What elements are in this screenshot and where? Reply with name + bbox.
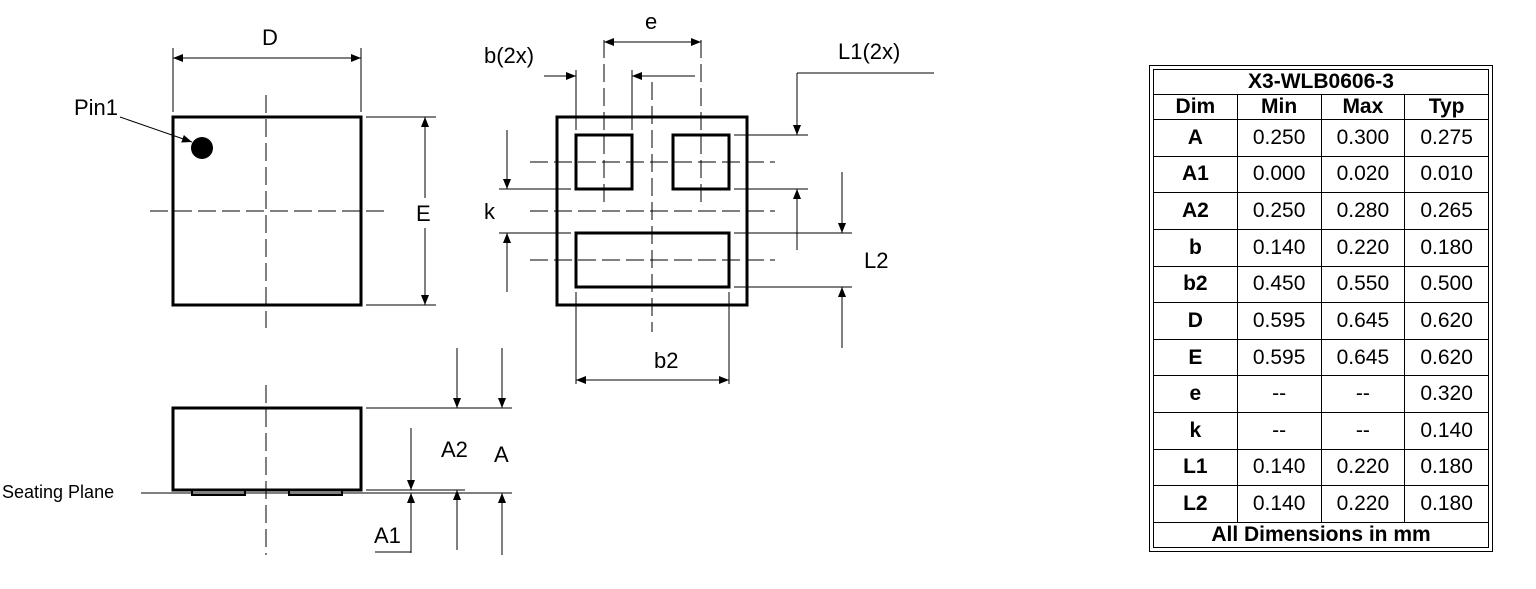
- value-cell: 0.500: [1404, 265, 1489, 304]
- value-cell: --: [1236, 375, 1322, 413]
- dim-name-cell: k: [1153, 412, 1238, 450]
- value-cell: --: [1320, 412, 1406, 450]
- value-cell: 0.250: [1236, 192, 1322, 230]
- dim-D-label: D: [262, 25, 278, 50]
- value-cell: 0.450: [1236, 265, 1322, 304]
- side-view: Seating Plane A2 A A1: [2, 348, 512, 555]
- value-cell: 0.300: [1320, 119, 1406, 157]
- dim-name-cell: E: [1153, 338, 1238, 377]
- dim-k-label: k: [484, 199, 496, 224]
- dim-name-cell: L2: [1153, 485, 1238, 523]
- value-cell: --: [1320, 375, 1406, 413]
- value-cell: 0.220: [1320, 448, 1406, 487]
- dim-b2-label: b2: [654, 348, 678, 373]
- table-header-cell: Max: [1320, 94, 1406, 120]
- value-cell: --: [1236, 412, 1322, 450]
- dim-name-cell: A2: [1153, 192, 1238, 230]
- dim-E-label: E: [416, 201, 431, 226]
- pin1-label: Pin1: [74, 95, 118, 120]
- dim-name-cell: b2: [1153, 265, 1238, 304]
- value-cell: 0.180: [1404, 228, 1489, 267]
- top-view-body: [171, 115, 363, 307]
- table-header-cell: Dim: [1153, 94, 1238, 120]
- value-cell: 0.250: [1236, 119, 1322, 157]
- value-cell: 0.140: [1404, 412, 1489, 450]
- value-cell: 0.140: [1236, 228, 1322, 267]
- value-cell: 0.220: [1320, 485, 1406, 523]
- dim-e-label: e: [645, 9, 657, 34]
- dim-name-cell: A: [1153, 119, 1238, 157]
- dim-A-label: A: [494, 442, 509, 467]
- value-cell: 0.620: [1404, 302, 1489, 340]
- value-cell: 0.000: [1236, 155, 1322, 194]
- dim-A1-label: A1: [374, 523, 401, 548]
- top-view: Pin1 D E: [74, 25, 436, 328]
- value-cell: 0.550: [1320, 265, 1406, 304]
- value-cell: 0.220: [1320, 228, 1406, 267]
- table-title: X3-WLB0606-3: [1153, 69, 1489, 95]
- table-header-cell: Min: [1236, 94, 1322, 120]
- dim-L2-label: L2: [864, 248, 888, 273]
- table-title-row: X3-WLB0606-3: [1153, 69, 1489, 95]
- value-cell: 0.320: [1404, 375, 1489, 413]
- value-cell: 0.275: [1404, 119, 1489, 157]
- dim-b-label: b(2x): [484, 43, 534, 68]
- value-cell: 0.595: [1236, 302, 1322, 340]
- dim-name-cell: D: [1153, 302, 1238, 340]
- dim-name-cell: b: [1153, 228, 1238, 267]
- pin1-marker: [191, 137, 213, 159]
- value-cell: 0.595: [1236, 338, 1322, 377]
- value-cell: 0.645: [1320, 302, 1406, 340]
- value-cell: 0.265: [1404, 192, 1489, 230]
- table-header-cell: Typ: [1404, 94, 1489, 120]
- value-cell: 0.010: [1404, 155, 1489, 194]
- side-view-body: [171, 406, 363, 492]
- table-footer: All Dimensions in mm: [1153, 522, 1489, 548]
- table-row: k----0.140: [1153, 412, 1489, 450]
- dim-name-cell: e: [1153, 375, 1238, 413]
- dim-name-cell: A1: [1153, 155, 1238, 194]
- bottom-view: e b(2x) L1(2x) k L2 b2: [484, 9, 934, 384]
- pin1-leader: [119, 116, 193, 143]
- seating-plane-label: Seating Plane: [2, 482, 114, 502]
- table-footer-row: All Dimensions in mm: [1153, 522, 1489, 548]
- value-cell: 0.140: [1236, 448, 1322, 487]
- value-cell: 0.645: [1320, 338, 1406, 377]
- value-cell: 0.180: [1404, 485, 1489, 523]
- dim-name-cell: L1: [1153, 448, 1238, 487]
- dim-A2-label: A2: [441, 437, 468, 462]
- value-cell: 0.280: [1320, 192, 1406, 230]
- value-cell: 0.180: [1404, 448, 1489, 487]
- table-row: e----0.320: [1153, 375, 1489, 413]
- value-cell: 0.020: [1320, 155, 1406, 194]
- value-cell: 0.140: [1236, 485, 1322, 523]
- value-cell: 0.620: [1404, 338, 1489, 377]
- dim-L1-label: L1(2x): [838, 39, 900, 64]
